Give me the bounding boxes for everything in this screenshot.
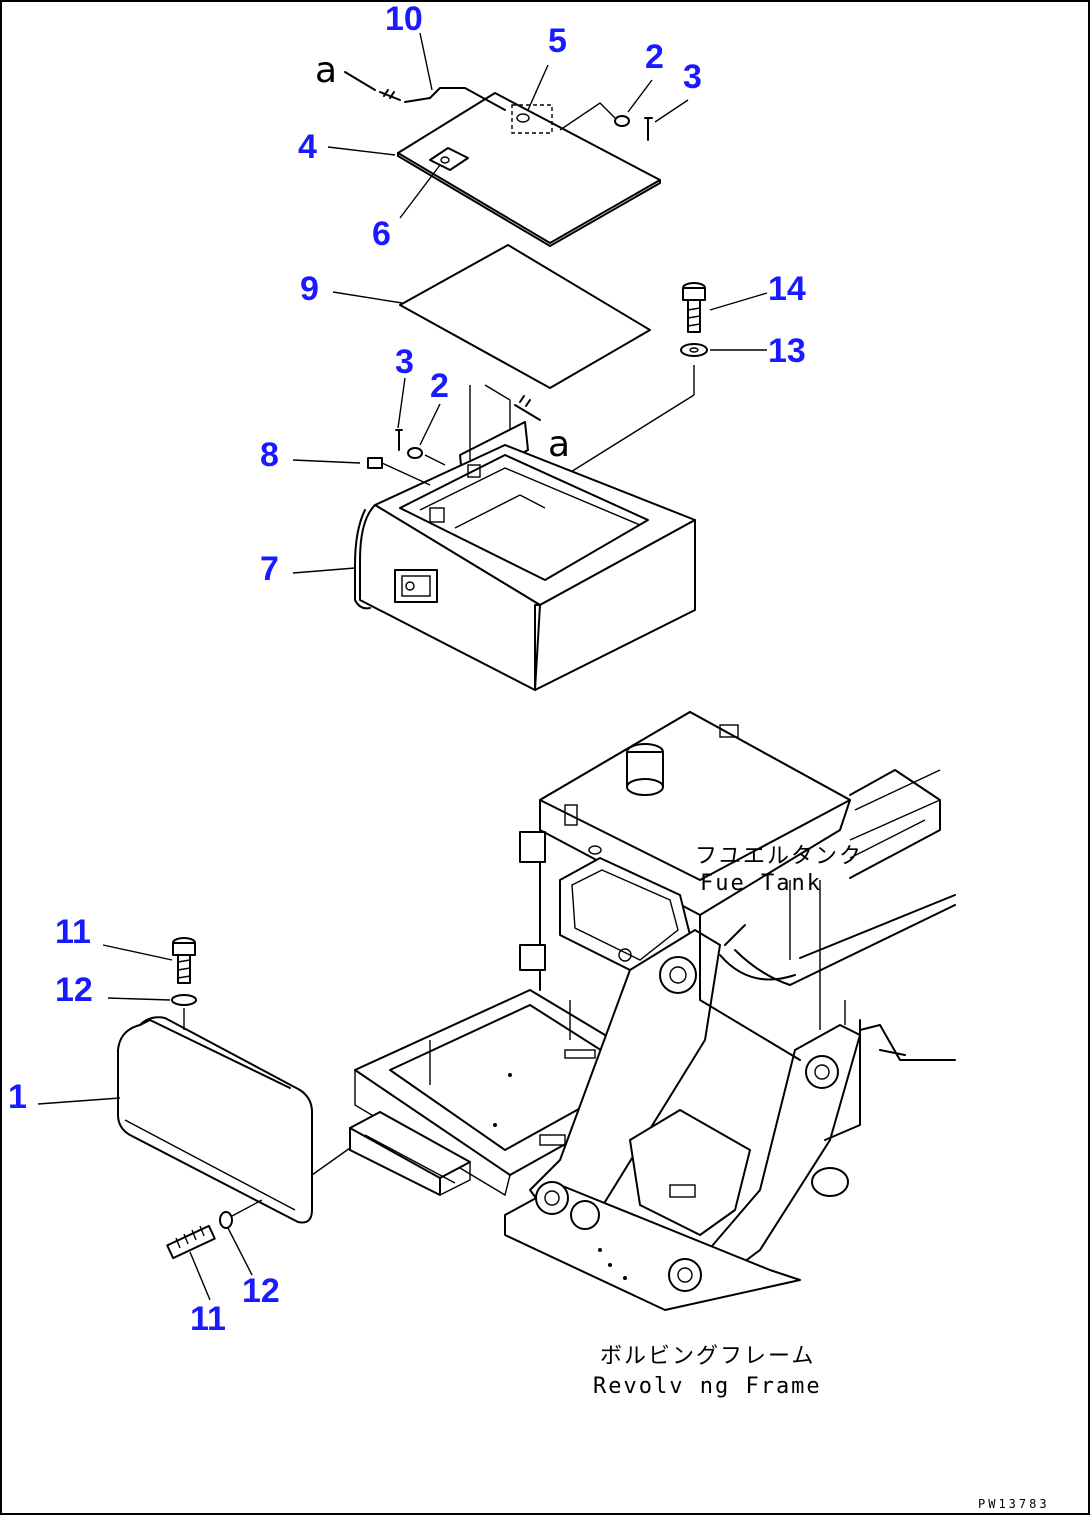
revolving-frame-label-jp: ボルビングフレーム	[600, 1344, 815, 1369]
fuel-tank-label-en: Fue Tank	[700, 871, 822, 896]
revolving-frame	[349, 799, 861, 1311]
cap-part-8	[367, 457, 431, 486]
mat-part-9	[399, 244, 651, 389]
bolt-part-14	[682, 282, 706, 333]
lid-cover	[397, 92, 661, 247]
callout-6: 6	[372, 215, 391, 253]
washer-part-12-upper	[171, 994, 197, 1006]
callout-13: 13	[768, 332, 806, 370]
callout-2a: 2	[645, 38, 664, 76]
fuel-tank	[539, 711, 941, 916]
callout-10: 10	[385, 0, 423, 38]
callout-5: 5	[548, 22, 567, 60]
side-cover-part-1	[117, 1016, 351, 1224]
revolving-frame-label-en: Revolv ng Frame	[593, 1374, 822, 1399]
callout-12a: 12	[55, 971, 93, 1009]
washer-part-13	[680, 343, 708, 357]
callout-12b: 12	[242, 1272, 280, 1310]
washer-part-12-lower	[219, 1211, 233, 1229]
leader-lines	[37, 32, 821, 1301]
callout-8: 8	[260, 436, 279, 474]
storage-box-part-7	[354, 421, 696, 691]
washer-part-2-lower	[407, 447, 423, 459]
pin-part-3-lower	[395, 429, 403, 451]
bolt-part-11-upper	[172, 937, 196, 984]
callout-9: 9	[300, 270, 319, 308]
callout-2b: 2	[430, 367, 449, 405]
pin-part-3-upper	[644, 117, 653, 141]
handrail	[719, 894, 956, 1061]
callout-3b: 3	[395, 343, 414, 381]
callout-11b: 11	[190, 1300, 226, 1338]
callout-4: 4	[298, 128, 317, 166]
marker-a-mid: a	[548, 424, 570, 465]
marker-a-top: a	[315, 50, 337, 91]
fuel-tank-label-jp: フユエルタンク	[695, 844, 863, 869]
callout-14: 14	[768, 270, 806, 308]
drawing-code: PW13783	[978, 1497, 1050, 1511]
washer-part-2-upper	[614, 115, 630, 127]
bolt-part-11-lower	[166, 1224, 216, 1260]
callout-11a: 11	[55, 913, 91, 951]
callout-7: 7	[260, 550, 279, 588]
wire-part-10	[379, 87, 506, 111]
callout-1: 1	[8, 1078, 27, 1116]
callout-3a: 3	[683, 58, 702, 96]
